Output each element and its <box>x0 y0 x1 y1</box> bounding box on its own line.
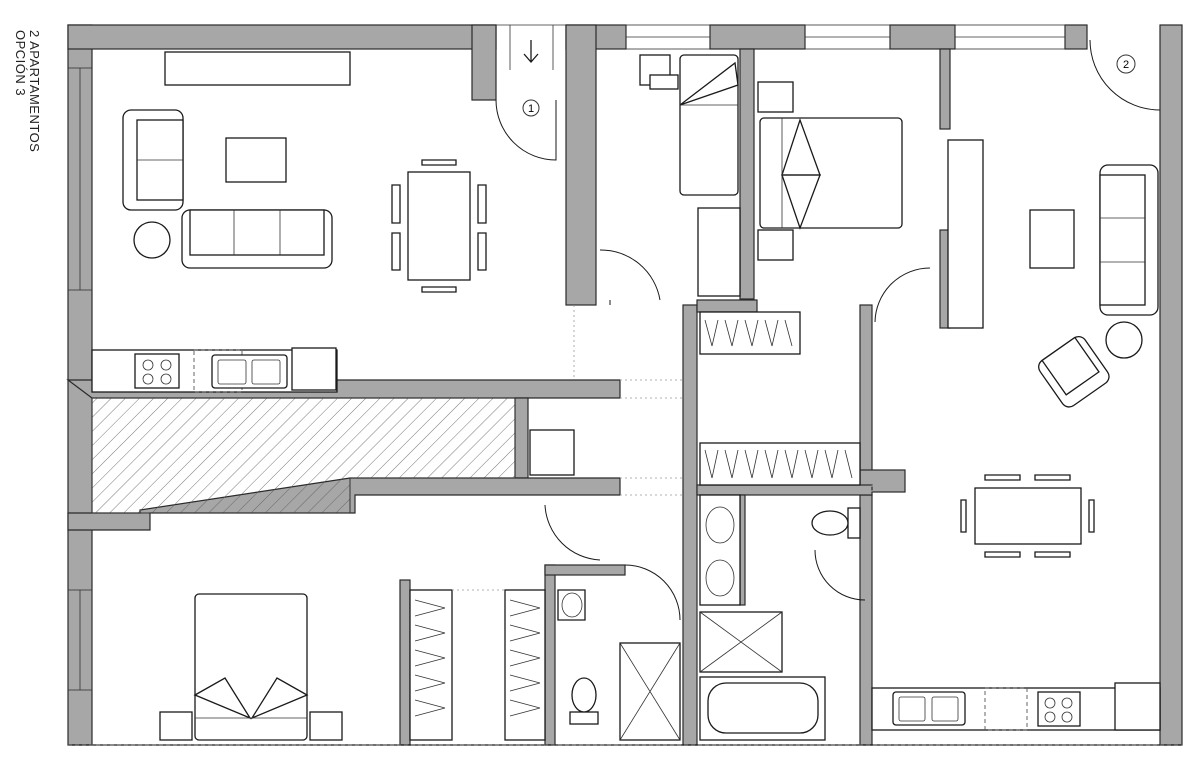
svg-text:2: 2 <box>1123 59 1129 71</box>
nightstand-south-left <box>159 711 193 741</box>
washbasin-icon <box>557 589 586 621</box>
kitchen-sink-icon <box>193 349 288 393</box>
svg-text:1: 1 <box>528 103 534 115</box>
coffee-table <box>225 137 287 183</box>
toilet-icon <box>569 677 599 725</box>
unit-1-marker: 1 <box>522 99 540 117</box>
entry-door-1 <box>495 99 557 161</box>
kitchen-1 <box>91 347 338 393</box>
kitchen-sink-icon <box>892 691 966 726</box>
side-table <box>133 221 171 259</box>
wardrobe-icon <box>409 311 861 741</box>
bedroom-single-door <box>599 249 661 301</box>
nightstand-right <box>757 229 794 261</box>
wall-bath2-split <box>739 494 746 606</box>
bed-icon <box>759 117 903 230</box>
wall-bath1-top <box>544 564 626 576</box>
appliance-space <box>984 687 1028 731</box>
wall-entry-1-left <box>471 24 497 101</box>
hatched-void <box>91 397 516 514</box>
bedroom-south <box>159 504 601 741</box>
bedroom-double <box>757 81 931 323</box>
bathroom-1-door <box>624 564 681 621</box>
wall-bath1-left <box>544 564 556 746</box>
kitchen-2 <box>871 682 1161 731</box>
appliance-2 <box>1114 682 1161 731</box>
wardrobe-small <box>697 207 741 297</box>
unit-2-marker: 2 <box>1116 54 1136 74</box>
toilet-icon <box>811 507 861 539</box>
entrance-1[interactable]: 1 <box>495 24 566 161</box>
bathroom-1 <box>557 564 681 741</box>
wall-bath-right <box>859 494 873 746</box>
walls <box>66 24 1183 746</box>
wall-closet-left <box>399 579 411 746</box>
wall-bath-top-line <box>696 484 873 496</box>
cooktop-icon <box>134 353 180 389</box>
wall-top-1 <box>67 24 497 50</box>
tv-unit <box>164 51 351 86</box>
wall-outer-right <box>1159 24 1183 746</box>
bedroom-south-door <box>544 504 601 561</box>
coffee-table-2 <box>1029 209 1075 269</box>
bathtub-icon <box>699 676 826 741</box>
shower-icon <box>699 611 783 673</box>
windows <box>67 24 1066 691</box>
wall-wardrobe-top <box>696 299 758 313</box>
bed-icon <box>679 54 739 196</box>
entry-door-2 <box>1089 39 1161 111</box>
bedroom-double-door <box>874 267 931 323</box>
entrance-2[interactable]: 2 <box>1089 39 1161 111</box>
tv-unit-2 <box>947 139 984 329</box>
living-room-1 <box>122 51 487 293</box>
wall-bedroom-divider <box>739 48 755 300</box>
wall-wardrobe-right <box>859 304 873 486</box>
bathroom-2-door <box>814 549 866 601</box>
side-table-2 <box>1105 321 1143 359</box>
wall-bedroom2-divider <box>939 48 951 130</box>
wall-mid-vertical <box>565 24 597 306</box>
dining-table-icon <box>391 159 487 293</box>
wall-top-3 <box>709 24 806 50</box>
wall-top-4 <box>889 24 956 50</box>
dining-table-icon <box>960 474 1095 558</box>
bathroom-2 <box>699 494 866 741</box>
nightstand-left <box>757 81 794 113</box>
wall-hall-right <box>682 304 698 746</box>
sofa-icon <box>181 209 333 269</box>
nightstand-south-right <box>309 711 343 741</box>
wall-top-5 <box>1064 24 1088 50</box>
entrance-arrow-icon <box>523 40 539 63</box>
bedroom-single <box>599 54 741 301</box>
hall-cabinet <box>529 429 575 476</box>
armchair-icon <box>122 109 184 211</box>
armchair-icon <box>1038 335 1110 408</box>
wall-corridor-left <box>514 397 529 479</box>
sofa-icon <box>1099 164 1159 316</box>
cooktop-icon <box>1037 691 1081 727</box>
bed-icon <box>193 593 309 741</box>
living-room-2 <box>947 139 1159 558</box>
washbasin-icon <box>699 494 741 606</box>
shower-icon <box>619 642 681 741</box>
appliance-1 <box>291 347 337 391</box>
